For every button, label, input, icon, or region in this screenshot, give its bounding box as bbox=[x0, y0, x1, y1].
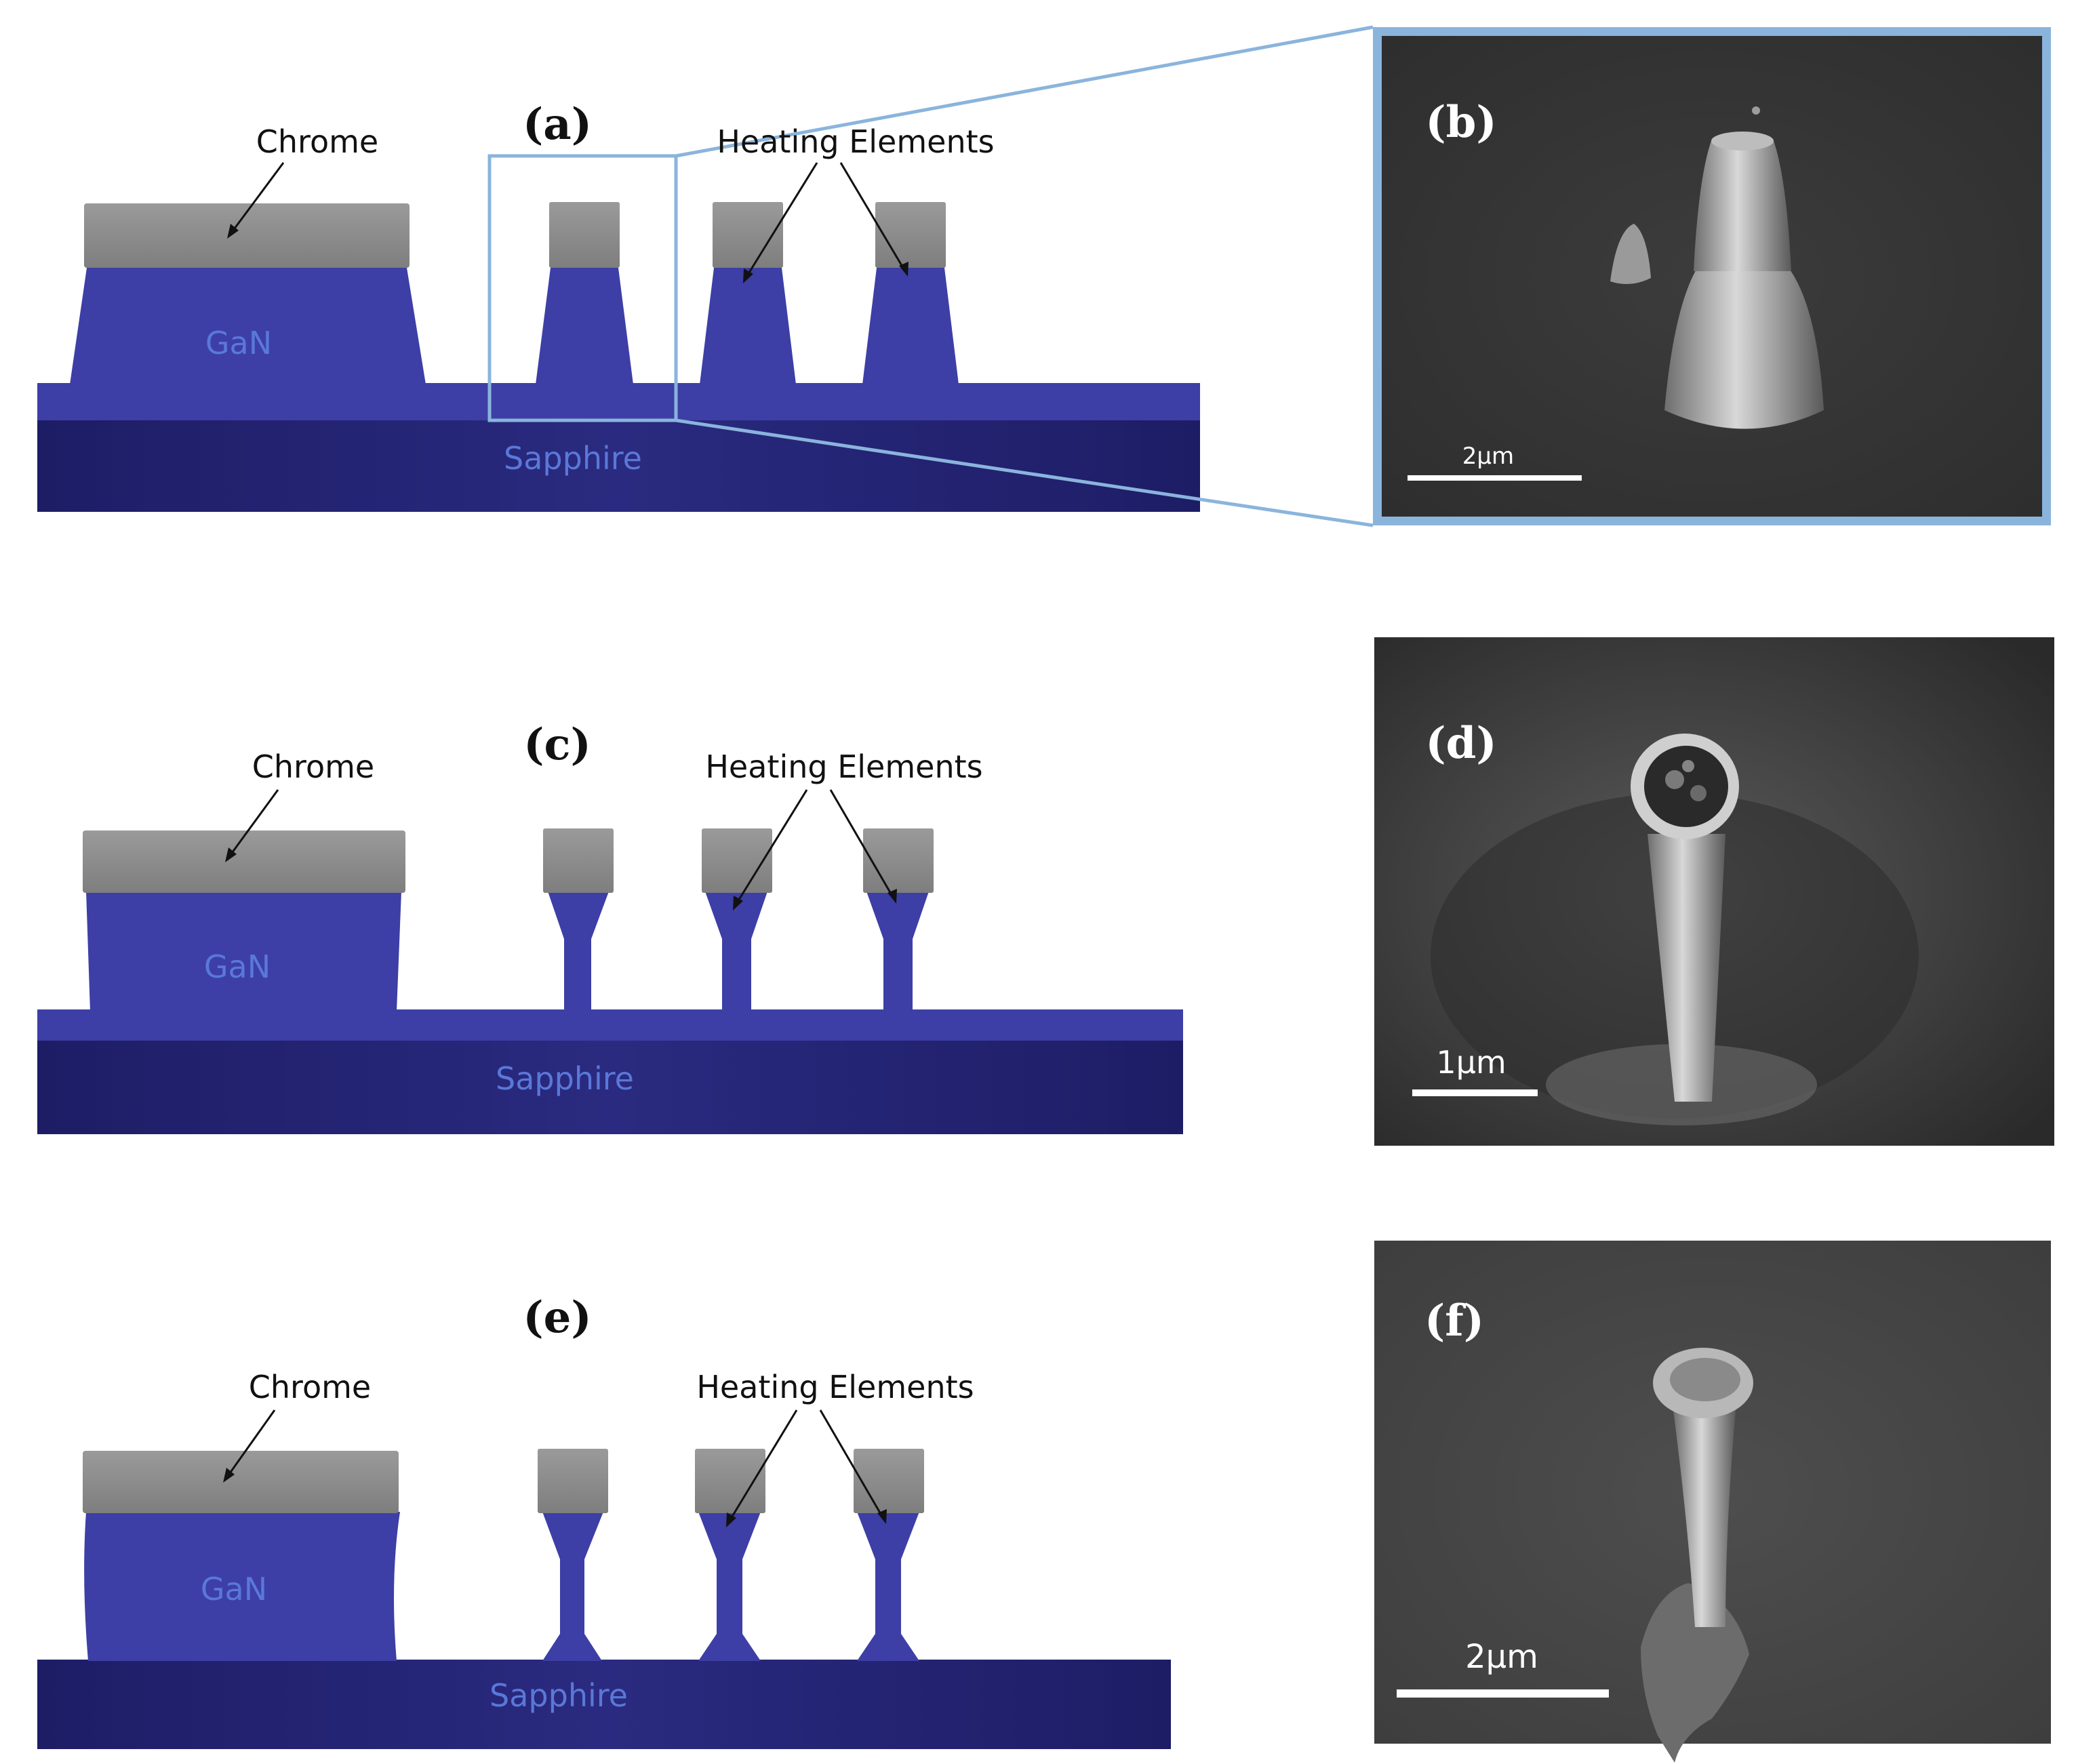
sapphire-label: Sapphire bbox=[496, 1060, 634, 1097]
heating-arrow bbox=[734, 789, 808, 906]
sem-particle bbox=[1752, 106, 1760, 115]
chrome-arrowhead bbox=[227, 224, 239, 239]
chrome-label: Chrome bbox=[256, 123, 378, 160]
sapphire-label: Sapphire bbox=[504, 440, 642, 477]
zoom-line bbox=[675, 418, 1374, 527]
scale-label-d: 1μm bbox=[1436, 1044, 1506, 1081]
diagram-a: Sapphire GaN Chrome Heating Elements (a) bbox=[37, 25, 1374, 527]
panel-label-d: (d) bbox=[1425, 718, 1496, 769]
gan-label: GaN bbox=[201, 1571, 267, 1607]
chrome-pillar-cap bbox=[549, 202, 620, 268]
highlight-box bbox=[487, 154, 678, 422]
heating-arrowhead bbox=[877, 1509, 887, 1524]
chrome-mesa-cap bbox=[84, 203, 410, 268]
sem-image-f: (f) 2μm bbox=[1374, 1241, 2051, 1763]
sapphire-label: Sapphire bbox=[490, 1677, 628, 1714]
sapphire-substrate bbox=[37, 1041, 1183, 1134]
chrome-arrow bbox=[227, 789, 279, 858]
sem-pillar-hollow bbox=[1644, 746, 1728, 827]
sem-texture bbox=[1682, 760, 1694, 772]
chrome-label: Chrome bbox=[252, 748, 374, 785]
heating-arrowhead bbox=[726, 1512, 736, 1527]
chrome-pillar-cap bbox=[543, 828, 614, 893]
sapphire-substrate bbox=[37, 420, 1200, 512]
sem-pillar-top bbox=[1694, 134, 1791, 271]
sapphire-substrate bbox=[37, 1660, 1171, 1749]
chrome-pillar-cap bbox=[702, 828, 772, 893]
chrome-pillar-cap bbox=[875, 202, 946, 268]
chrome-arrowhead bbox=[223, 1468, 235, 1483]
gan-base-layer bbox=[37, 383, 1200, 420]
heating-arrowhead bbox=[733, 896, 743, 910]
sem-texture bbox=[1690, 785, 1706, 801]
sem-texture bbox=[1665, 770, 1684, 789]
gan-base-layer bbox=[37, 1010, 1183, 1041]
heating-elements-label: Heating Elements bbox=[705, 748, 982, 785]
sem-image-b: (b) 2μm bbox=[1373, 27, 2051, 525]
chrome-pillar-cap bbox=[863, 828, 934, 893]
gan-pillar bbox=[548, 891, 609, 1011]
heating-arrow bbox=[727, 1409, 798, 1523]
chrome-mesa-cap bbox=[83, 1451, 399, 1513]
chrome-label: Chrome bbox=[249, 1369, 371, 1405]
gan-mesa bbox=[84, 1512, 400, 1661]
heating-elements-label: Heating Elements bbox=[717, 123, 994, 160]
gan-pillar bbox=[866, 891, 929, 1011]
sem-pillar bbox=[1673, 1410, 1736, 1627]
sem-image-d: (d) 1μm bbox=[1374, 637, 2054, 1146]
heating-arrow bbox=[829, 789, 895, 899]
heating-arrowhead bbox=[899, 262, 909, 277]
chrome-pillar-cap bbox=[713, 202, 783, 268]
heating-arrow bbox=[819, 1409, 885, 1519]
heating-arrow bbox=[839, 162, 906, 272]
gan-pillar bbox=[705, 891, 767, 1011]
zoom-line bbox=[675, 25, 1374, 158]
sem-fragment bbox=[1610, 224, 1651, 284]
panel-label-e: (e) bbox=[523, 1292, 591, 1343]
gan-pillar bbox=[862, 268, 959, 384]
sem-pillar-base bbox=[1664, 261, 1824, 429]
chrome-arrow bbox=[225, 1409, 276, 1479]
gan-label: GaN bbox=[204, 948, 271, 985]
gan-pillar bbox=[700, 268, 796, 384]
panel-label-f: (f) bbox=[1424, 1296, 1484, 1346]
chrome-arrowhead bbox=[225, 847, 237, 862]
sem-pillar bbox=[1648, 834, 1725, 1102]
chrome-mesa-cap bbox=[83, 830, 405, 893]
sem-pillar-head-texture bbox=[1670, 1358, 1740, 1401]
gan-pillar bbox=[542, 1512, 603, 1661]
panel-label-a: (a) bbox=[523, 99, 592, 150]
gan-mesa bbox=[70, 268, 426, 384]
panel-label-b: (b) bbox=[1425, 97, 1496, 148]
chrome-pillar-cap bbox=[538, 1449, 608, 1513]
gan-label: GaN bbox=[205, 325, 272, 361]
sem-debris-base bbox=[1641, 1583, 1749, 1763]
panel-label-c: (c) bbox=[523, 719, 591, 770]
heating-arrow bbox=[744, 162, 818, 279]
diagram-c: Sapphire GaN Chrome Heating Elements (c) bbox=[37, 719, 1183, 1134]
sem-pillar-tip bbox=[1711, 132, 1774, 151]
gan-pillar bbox=[698, 1512, 761, 1661]
heating-arrowhead bbox=[743, 268, 753, 283]
chrome-arrow bbox=[229, 162, 285, 235]
scale-label-b: 2μm bbox=[1462, 443, 1514, 470]
diagram-e: Sapphire GaN Chrome Heating Elements (e) bbox=[37, 1292, 1171, 1749]
scale-label-f: 2μm bbox=[1465, 1638, 1538, 1676]
gan-mesa bbox=[86, 891, 401, 1011]
gan-pillar bbox=[536, 268, 633, 384]
heating-arrowhead bbox=[887, 889, 897, 904]
heating-elements-label: Heating Elements bbox=[696, 1369, 974, 1405]
chrome-pillar-cap bbox=[695, 1449, 765, 1513]
chrome-pillar-cap bbox=[854, 1449, 924, 1513]
gan-pillar bbox=[857, 1512, 919, 1661]
